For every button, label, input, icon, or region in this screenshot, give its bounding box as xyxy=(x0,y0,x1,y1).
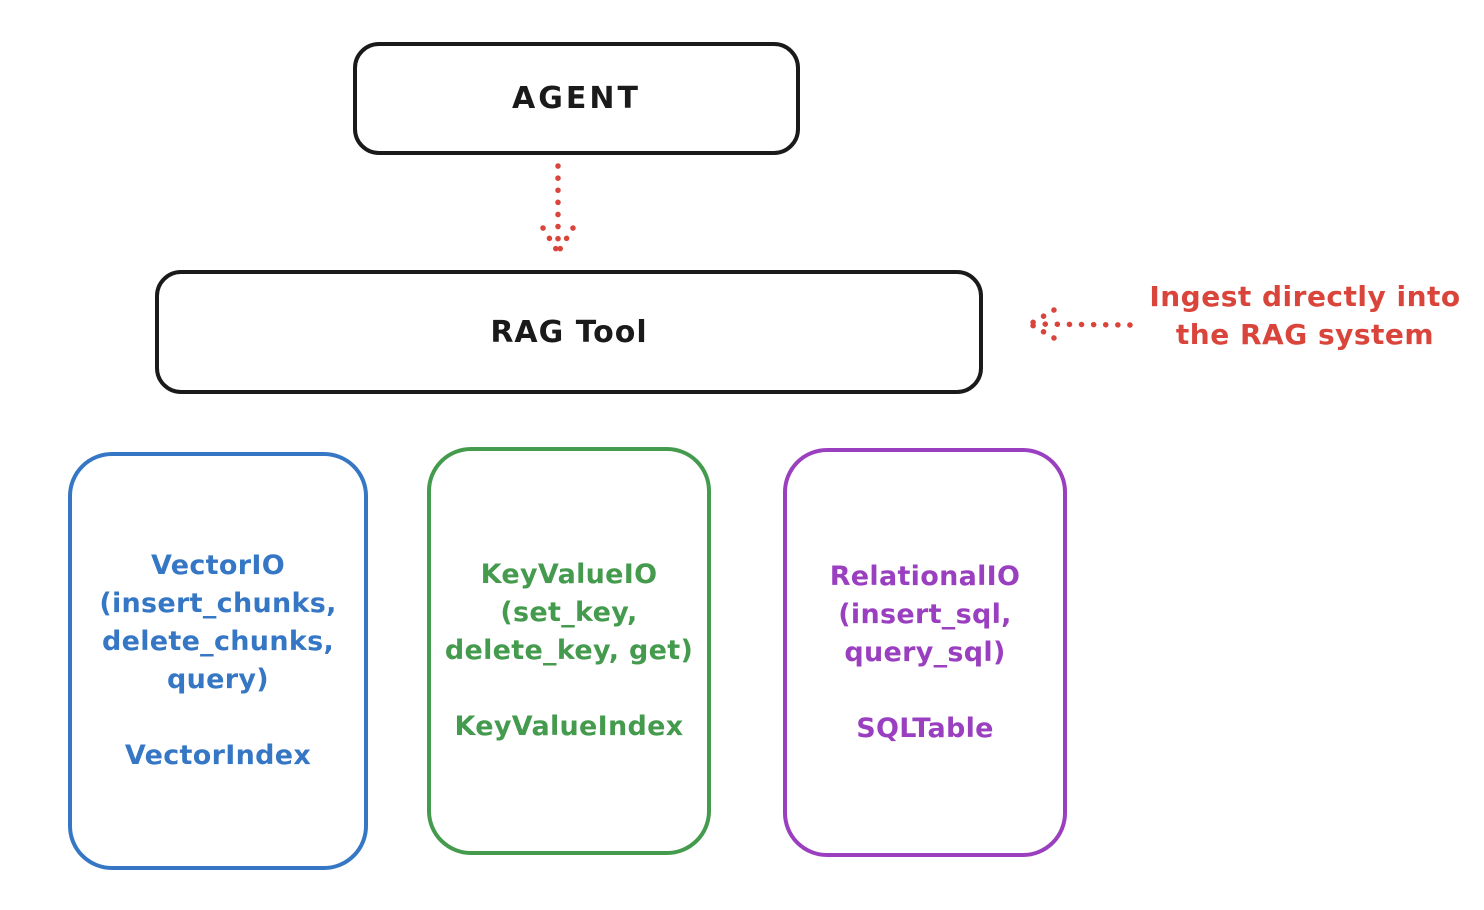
vector-io-title: VectorIO xyxy=(151,550,285,581)
agent-to-ragtool-arrow[interactable] xyxy=(534,160,582,264)
relational-io-methods-line2: query_sql) xyxy=(844,636,1006,668)
key-value-io-methods-line2: delete_key, get) xyxy=(444,635,694,666)
rag-tool-node-label: RAG Tool xyxy=(490,314,648,350)
vector-io-methods-line3: query) xyxy=(167,664,269,695)
key-value-io-title: KeyValueIO xyxy=(480,559,658,590)
ingest-annotation-line1: Ingest directly into xyxy=(1149,280,1461,313)
key-value-io-node[interactable]: KeyValueIO (set_key, delete_key, get) Ke… xyxy=(427,447,711,855)
key-value-io-methods-line1: (set_key, xyxy=(500,597,638,628)
relational-io-methods-line1: (insert_sql, xyxy=(838,598,1012,630)
key-value-index-label: KeyValueIndex xyxy=(454,711,684,742)
vector-io-methods-line1: (insert_chunks, xyxy=(99,588,337,619)
ingest-annotation-line2: the RAG system xyxy=(1175,318,1435,351)
agent-node[interactable]: AGENT xyxy=(353,42,800,155)
vector-io-methods-line2: delete_chunks, xyxy=(101,626,335,657)
relational-io-node[interactable]: RelationalIO (insert_sql, query_sql) SQL… xyxy=(783,448,1067,857)
rag-tool-node[interactable]: RAG Tool xyxy=(155,270,983,394)
sql-table-label: SQLTable xyxy=(856,712,994,744)
vector-index-label: VectorIndex xyxy=(124,740,312,771)
agent-node-label: AGENT xyxy=(512,81,641,116)
relational-io-title: RelationalIO xyxy=(829,560,1021,592)
annotation-to-ragtool-arrow[interactable] xyxy=(1018,300,1136,348)
vector-io-node[interactable]: VectorIO (insert_chunks, delete_chunks, … xyxy=(68,452,368,870)
ingest-annotation[interactable]: Ingest directly into the RAG system xyxy=(1135,278,1475,354)
